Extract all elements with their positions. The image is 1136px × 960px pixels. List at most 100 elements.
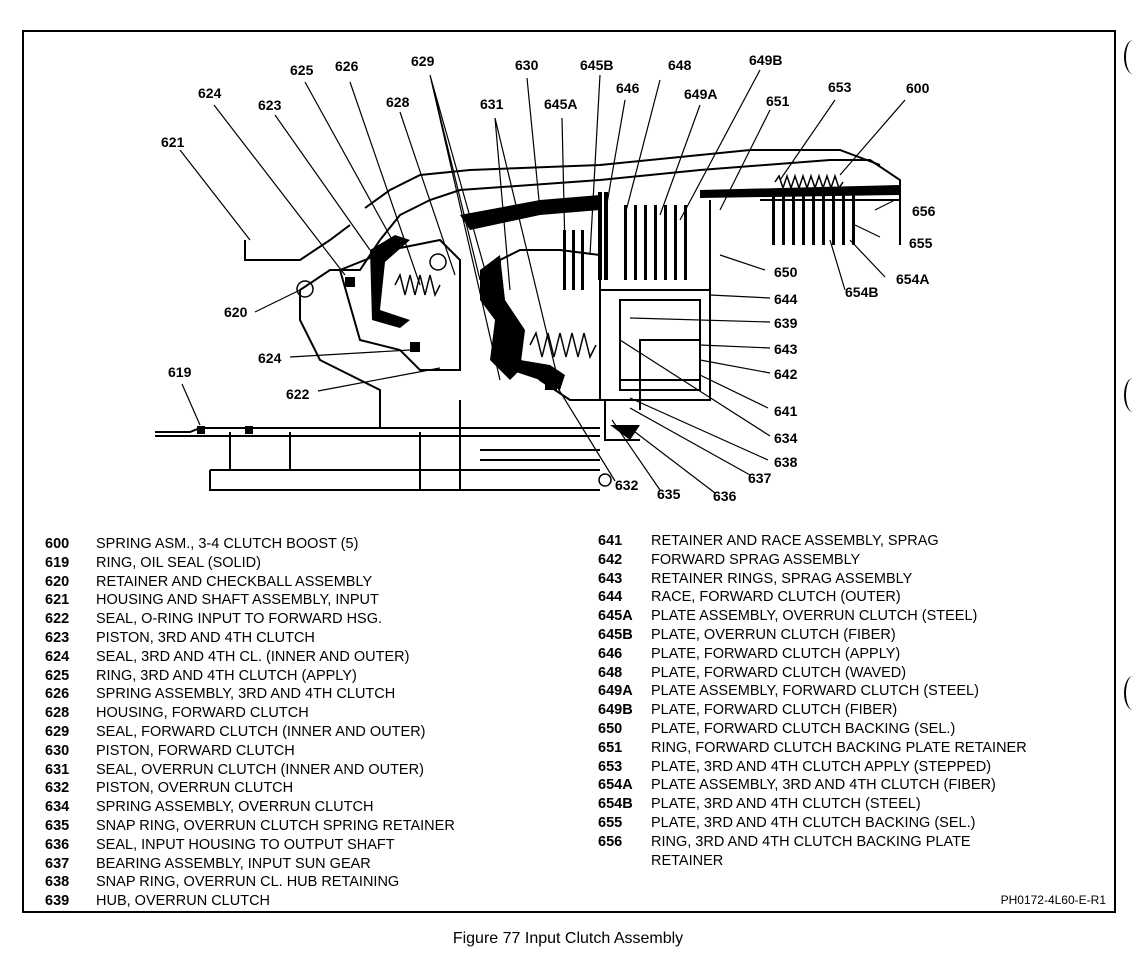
clutch-plate	[604, 192, 608, 280]
legend-part-number: 643	[598, 570, 623, 587]
legend-part-description: RING, 3RD AND 4TH CLUTCH (APPLY)	[96, 667, 357, 684]
legend-part-description: RETAINER RINGS, SPRAG ASSEMBLY	[651, 570, 913, 587]
legend-row: 648 PLATE, FORWARD CLUTCH (WAVED)	[598, 664, 1027, 683]
legend-part-number	[598, 852, 651, 871]
legend-part-number: 638	[45, 874, 70, 891]
callout-628: 628	[386, 94, 410, 110]
legend-part-description: SPRING ASM., 3-4 CLUTCH BOOST (5)	[96, 536, 359, 552]
callout-645a: 645A	[544, 96, 578, 112]
callout-654a: 654A	[896, 271, 930, 287]
callout-625: 625	[290, 62, 314, 78]
legend-row: 653 PLATE, 3RD AND 4TH CLUTCH APPLY (STEP…	[598, 758, 1027, 777]
legend-part-number: 622	[45, 611, 70, 628]
clutch-plate	[624, 205, 627, 280]
callout-623: 623	[258, 97, 282, 113]
legend-part-number: 628	[45, 705, 70, 722]
legend-row: RETAINER	[598, 852, 1027, 871]
callout-624-bottom: 624	[258, 350, 282, 366]
clutch-plate	[572, 230, 575, 290]
legend-part-description: RING, FORWARD CLUTCH BACKING PLATE RETAI…	[651, 739, 1027, 756]
legend-part-description: PLATE ASSEMBLY, OVERRUN CLUTCH (STEEL)	[651, 608, 978, 625]
callout-629: 629	[411, 53, 435, 69]
legend-row: 651 RING, FORWARD CLUTCH BACKING PLATE RE…	[598, 739, 1027, 758]
callout-651: 651	[766, 93, 790, 109]
legend-part-description: PISTON, OVERRUN CLUTCH	[96, 780, 294, 797]
legend-part-description: PLATE, 3RD AND 4TH CLUTCH BACKING (SEL.)	[651, 814, 976, 831]
legend-part-description: PLATE, FORWARD CLUTCH BACKING (SEL.)	[651, 720, 956, 737]
clutch-plate	[644, 205, 647, 280]
legend-part-number: 648	[598, 664, 623, 681]
piston-3rd-4th	[370, 235, 410, 328]
callout-621: 621	[161, 134, 185, 150]
binder-hole-mark	[1124, 378, 1136, 412]
legend-part-description: PLATE, FORWARD CLUTCH (WAVED)	[651, 664, 907, 681]
callout-638: 638	[774, 454, 798, 470]
legend-part-description: RETAINER	[651, 852, 724, 869]
clutch-plate	[842, 195, 845, 245]
legend-part-number: 655	[598, 814, 623, 831]
legend-part-number: 634	[45, 799, 70, 816]
legend-row: 643 RETAINER RINGS, SPRAG ASSEMBLY	[598, 570, 1027, 589]
legend-part-number: 654A	[598, 777, 633, 794]
callout-656: 656	[912, 203, 936, 219]
legend-part-description: SEAL, O-RING INPUT TO FORWARD HSG.	[96, 611, 383, 628]
callout-636: 636	[713, 488, 737, 504]
binder-hole-mark	[1124, 676, 1136, 710]
input-housing-outline	[299, 159, 901, 428]
legend-part-description: PLATE, OVERRUN CLUTCH (FIBER)	[651, 626, 896, 643]
binder-hole-mark	[1124, 40, 1136, 74]
clutch-plate	[654, 205, 657, 280]
callout-649b: 649B	[749, 52, 783, 68]
reference-code: PH0172-4L60-E-R1	[1000, 893, 1106, 907]
callout-600: 600	[906, 80, 930, 96]
legend-part-description: RING, 3RD AND 4TH CLUTCH BACKING PLATE	[651, 833, 971, 850]
callout-620: 620	[224, 304, 248, 320]
legend-part-description: PLATE ASSEMBLY, FORWARD CLUTCH (STEEL)	[651, 683, 979, 700]
legend-part-description: SPRING ASSEMBLY, 3RD AND 4TH CLUTCH	[96, 686, 396, 703]
callout-648: 648	[668, 57, 692, 73]
legend-part-number: 644	[598, 589, 623, 606]
clutch-plate	[684, 205, 687, 280]
legend-part-description: PLATE, FORWARD CLUTCH (APPLY)	[651, 645, 901, 662]
input-clutch-cross-section	[155, 69, 906, 494]
clutch-plate	[598, 192, 602, 280]
clutch-plate	[812, 195, 815, 245]
callout-649a: 649A	[684, 86, 718, 102]
legend-part-number: 642	[598, 551, 623, 568]
legend-part-description: PLATE, 3RD AND 4TH CLUTCH APPLY (STEPPED…	[651, 758, 992, 775]
legend-part-number: 625	[45, 667, 70, 684]
legend-part-number: 645A	[598, 608, 633, 625]
legend-part-number: 600	[45, 536, 70, 552]
legend-row: 600 SPRING ASM., 3-4 CLUTCH BOOST (5)	[45, 535, 455, 554]
legend-part-number: 654B	[598, 796, 633, 813]
clutch-plate	[634, 205, 637, 280]
callout-653: 653	[828, 79, 852, 95]
legend-part-number: 651	[598, 739, 623, 756]
callout-645b: 645B	[580, 57, 614, 73]
legend-part-number: 621	[45, 592, 70, 609]
callout-635: 635	[657, 486, 681, 502]
legend-part-number: 635	[45, 817, 70, 834]
clutch-plate	[832, 195, 835, 245]
legend-part-number: 650	[598, 720, 623, 737]
legend-part-description: PISTON, FORWARD CLUTCH	[96, 742, 295, 759]
legend-part-description: HOUSING AND SHAFT ASSEMBLY, INPUT	[96, 592, 379, 609]
callout-632: 632	[615, 477, 639, 493]
legend-part-description: RACE, FORWARD CLUTCH (OUTER)	[651, 589, 901, 606]
legend-part-description: HOUSING, FORWARD CLUTCH	[96, 705, 309, 722]
legend-part-number: 653	[598, 758, 623, 775]
clutch-plate	[852, 195, 855, 245]
callout-650: 650	[774, 264, 798, 280]
figure-frame	[22, 30, 1116, 913]
callout-630: 630	[515, 57, 539, 73]
